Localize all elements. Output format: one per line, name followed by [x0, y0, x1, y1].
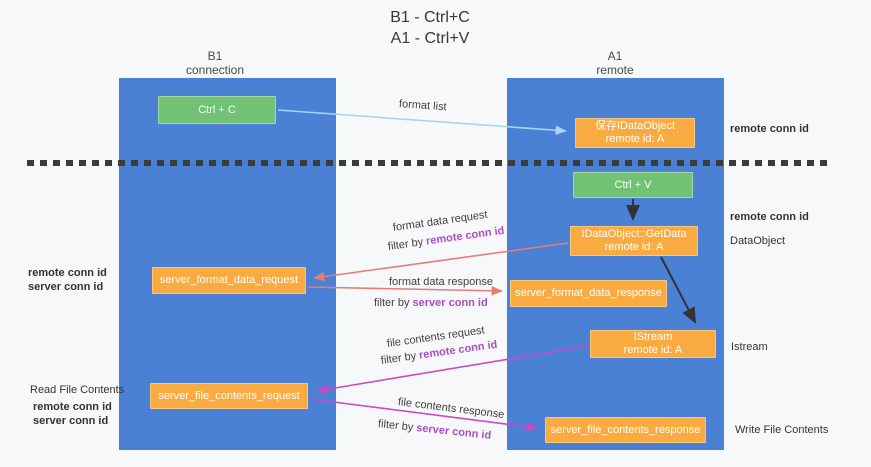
- lane-b1-subtitle: connection: [185, 63, 245, 77]
- node-server-file-contents-request: server_file_contents_request: [150, 383, 308, 409]
- label-filter-by-server-conn-id-1: filter by server conn id: [374, 297, 488, 309]
- node-server-file-contents-response: server_file_contents_response: [545, 417, 706, 443]
- right-label-remote-conn-id-2: remote conn id: [730, 211, 809, 223]
- filter-by-text: filter by: [387, 235, 427, 253]
- node-istream-line2: remote id: A: [623, 344, 683, 356]
- node-ctrl-c-label: Ctrl + C: [198, 103, 236, 116]
- node-server-format-data-request: server_format_data_request: [152, 267, 306, 294]
- server-conn-id-text: server conn id: [415, 422, 492, 442]
- node-server-format-data-response-label: server_format_data_response: [515, 287, 662, 299]
- lane-header-a1: A1 remote: [555, 49, 675, 77]
- node-istream-line1: IStream: [633, 331, 673, 343]
- right-label-write-file-contents: Write File Contents: [735, 424, 829, 436]
- filter-by-text: filter by: [380, 349, 420, 367]
- remote-conn-id-text: remote conn id: [425, 224, 506, 248]
- title-line-2: A1 - Ctrl+V: [390, 30, 470, 47]
- diagram-title: B1 - Ctrl+C A1 - Ctrl+V: [0, 7, 860, 49]
- node-ctrl-c: Ctrl + C: [158, 96, 276, 124]
- lane-a1-subtitle: remote: [596, 63, 634, 77]
- title-line-1: B1 - Ctrl+C: [390, 9, 470, 26]
- lane-b1-name: B1: [207, 49, 223, 63]
- label-format-list: format list: [398, 98, 447, 114]
- left-label-server-conn-id-2: server conn id: [33, 415, 109, 427]
- server-conn-id-text: server conn id: [412, 297, 488, 309]
- node-server-format-data-request-label: server_format_data_request: [159, 274, 299, 286]
- filter-by-text: filter by: [374, 297, 413, 309]
- node-idataobject-getdata-line2: remote id: A: [604, 241, 664, 253]
- lane-header-b1: B1 connection: [155, 49, 275, 77]
- node-server-file-contents-response-label: server_file_contents_response: [550, 423, 701, 436]
- node-server-format-data-response: server_format_data_response: [510, 280, 667, 307]
- node-idataobject-getdata-line1: IDataObject::GetData: [581, 228, 687, 240]
- node-ctrl-v: Ctrl + V: [573, 172, 693, 198]
- left-label-remote-conn-id-1: remote conn id: [28, 267, 107, 279]
- right-label-istream: Istream: [731, 341, 768, 353]
- left-label-remote-conn-id-2: remote conn id: [33, 401, 112, 413]
- node-istream: IStream remote id: A: [590, 330, 716, 358]
- node-server-file-contents-request-label: server_file_contents_request: [158, 389, 300, 402]
- label-filter-by-server-conn-id-2: filter by server conn id: [377, 418, 491, 442]
- label-format-data-response: format data response: [389, 276, 493, 288]
- node-save-idataobject-line2: remote id: A: [605, 133, 665, 145]
- node-save-idataobject-line1: 保存IDataObject: [594, 120, 676, 132]
- node-idataobject-getdata: IDataObject::GetData remote id: A: [570, 226, 698, 256]
- filter-by-text: filter by: [377, 418, 417, 434]
- label-file-contents-response: file contents response: [397, 396, 505, 421]
- lane-a1-name: A1: [607, 49, 623, 63]
- node-ctrl-v-label: Ctrl + V: [614, 178, 652, 191]
- right-label-remote-conn-id-1: remote conn id: [730, 123, 809, 135]
- node-save-idataobject: 保存IDataObject remote id: A: [575, 118, 695, 148]
- left-label-server-conn-id-1: server conn id: [28, 281, 104, 293]
- right-label-dataobject: DataObject: [730, 235, 786, 247]
- left-label-read-file-contents: Read File Contents: [30, 384, 125, 396]
